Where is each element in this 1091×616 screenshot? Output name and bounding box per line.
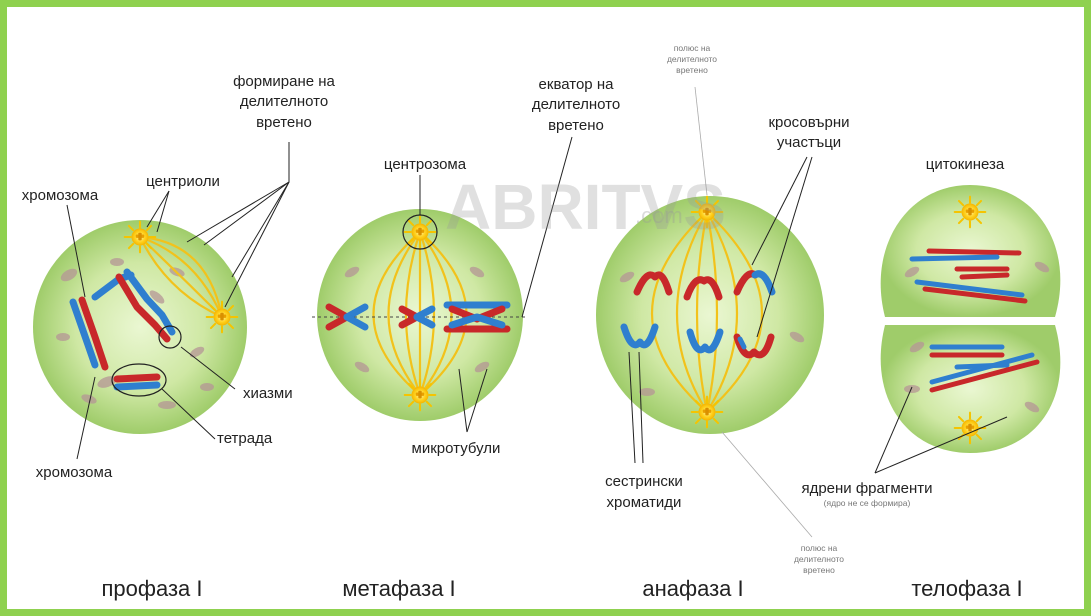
svg-text:вретено: вретено — [803, 565, 835, 575]
label-pole-bottom-3: вретено — [803, 565, 835, 575]
centriole-top-icon — [125, 222, 156, 253]
telophase-pole-top-icon — [955, 197, 986, 228]
label-microtubules: микротубули — [412, 440, 501, 457]
label-pole-bottom-2: делителното — [794, 554, 844, 564]
label-chromosome-bottom: хромозома — [36, 464, 113, 481]
svg-text:вретено: вретено — [548, 117, 604, 134]
svg-text:делителното: делителното — [240, 93, 328, 110]
svg-text:вретено: вретено — [256, 114, 312, 131]
svg-text:хроматиди: хроматиди — [607, 494, 682, 511]
meiosis-diagram: формиране на делителното вретено центрио… — [7, 7, 1084, 609]
centrosome-bottom-icon — [405, 380, 436, 411]
svg-text:екватор на: екватор на — [539, 76, 615, 93]
svg-text:делителното: делителното — [794, 554, 844, 564]
label-pole-top-1: полюс на — [674, 43, 711, 53]
label-spindle-formation-2: делителното — [240, 93, 328, 110]
centriole-right-icon — [207, 302, 238, 333]
label-equator-2: делителното — [532, 96, 620, 113]
stage-metaphase: метафаза I — [342, 576, 455, 601]
label-chromosome-top: хромозома — [22, 187, 99, 204]
label-no-nucleus: (ядро не се формира) — [824, 498, 911, 508]
label-cytokinesis: цитокинеза — [926, 156, 1005, 173]
svg-text:полюс на: полюс на — [674, 43, 711, 53]
label-centrioles: центриоли — [146, 173, 220, 190]
svg-text:сестрински: сестрински — [605, 473, 683, 490]
watermark-brand: ABRITVS — [445, 171, 726, 243]
label-tetrad: тетрада — [217, 430, 273, 447]
stage-prophase: профаза I — [101, 576, 202, 601]
label-pole-bottom-1: полюс на — [801, 543, 838, 553]
watermark: ABRITVS .com — [445, 171, 726, 243]
label-equator-1: екватор на — [539, 76, 615, 93]
svg-text:полюс на: полюс на — [801, 543, 838, 553]
label-crossover-2: участъци — [777, 134, 841, 151]
label-spindle-formation-3: вретено — [256, 114, 312, 131]
label-equator-3: вретено — [548, 117, 604, 134]
svg-text:кросовърни: кросовърни — [768, 114, 849, 131]
label-sister-chromatids-2: хроматиди — [607, 494, 682, 511]
telophase-cells — [881, 185, 1061, 453]
label-nuclear-fragments: ядрени фрагменти — [801, 480, 932, 497]
svg-text:участъци: участъци — [777, 134, 841, 151]
stage-anaphase: анафаза I — [642, 576, 743, 601]
pole-bottom-icon — [692, 397, 723, 428]
label-chiasmata: хиазми — [243, 385, 293, 402]
svg-text:делителното: делителното — [532, 96, 620, 113]
svg-text:формиране на: формиране на — [233, 73, 335, 90]
label-pole-top-2: делителното — [667, 54, 717, 64]
centrosome-top-icon — [405, 217, 436, 248]
diagram-frame: формиране на делителното вретено центрио… — [7, 7, 1084, 609]
prophase-cell — [33, 220, 247, 434]
label-spindle-formation-1: формиране на — [233, 73, 335, 90]
label-sister-chromatids-1: сестрински — [605, 473, 683, 490]
watermark-suffix: .com — [635, 203, 683, 228]
svg-text:вретено: вретено — [676, 65, 708, 75]
label-crossover-1: кросовърни — [768, 114, 849, 131]
label-pole-top-3: вретено — [676, 65, 708, 75]
stage-telophase: телофаза I — [911, 576, 1022, 601]
svg-text:делителното: делителното — [667, 54, 717, 64]
